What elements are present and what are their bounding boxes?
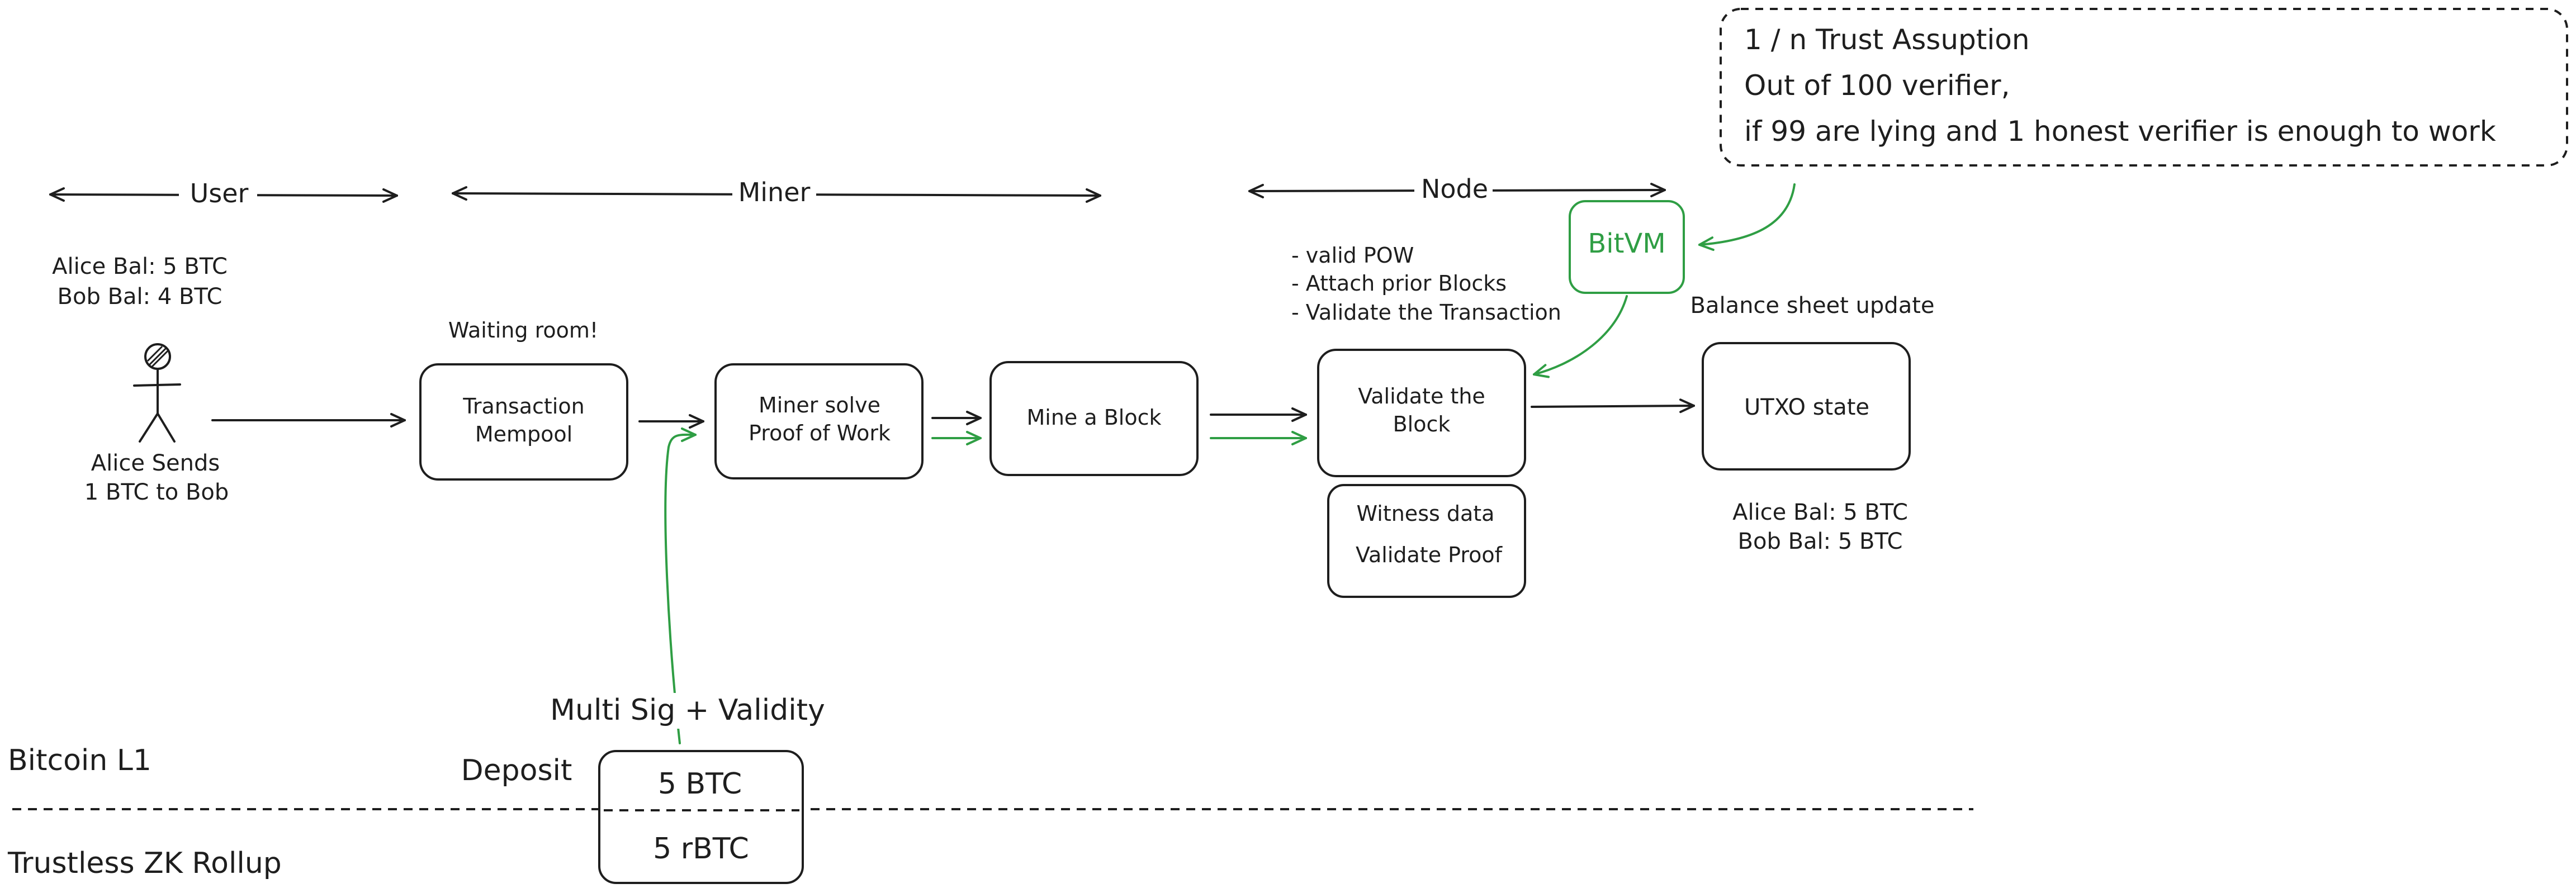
mempool-box-shape (419, 363, 628, 481)
validate-block-box: Validate the Block (1317, 349, 1526, 477)
lane-miner: Miner (453, 177, 1100, 211)
trust-assumption-box: 1 / n Trust Assuption Out of 100 verifie… (1720, 8, 2568, 167)
validate-note-2: - Attach prior Blocks (1291, 271, 1507, 296)
trust-line1: 1 / n Trust Assuption (1744, 23, 2030, 56)
lane-user: User (50, 178, 397, 212)
witness-line1: Witness data (1357, 501, 1495, 526)
mempool-line2: Mempool (475, 422, 572, 446)
bitvm-label: BitVM (1588, 228, 1665, 259)
arrow-validate-to-utxo (1531, 406, 1694, 407)
witness-box: Witness data Validate Proof (1327, 484, 1526, 598)
user-stick-figure-icon (133, 343, 181, 443)
bridge-box-shape (598, 750, 804, 884)
alice-sends-line1: Alice Sends (91, 450, 220, 476)
trust-line3: if 99 are lying and 1 honest verifier is… (1744, 115, 2496, 148)
lane-node: Node (1249, 174, 1665, 208)
alice-balance-after: Alice Bal: 5 BTC (1732, 500, 1908, 525)
arrow-bitvm-to-validate (1534, 295, 1628, 374)
trust-line2: Out of 100 verifier, (1744, 69, 2010, 102)
alice-sends-line2: 1 BTC to Bob (84, 479, 229, 505)
mine-block-box: Mine a Block (989, 361, 1199, 476)
pow-box: Miner solve Proof of Work (714, 363, 924, 479)
layer-rollup-label: Trustless ZK Rollup (7, 847, 282, 880)
bob-balance-after: Bob Bal: 5 BTC (1738, 529, 1903, 554)
bridge-box: 5 BTC 5 rBTC (598, 750, 804, 884)
lane-user-label: User (190, 178, 249, 208)
mine-block-label: Mine a Block (1026, 405, 1161, 430)
lane-node-label: Node (1421, 174, 1488, 204)
witness-box-shape (1327, 484, 1526, 598)
multisig-label: Multi Sig + Validity (550, 694, 825, 727)
mempool-line1: Transaction (462, 394, 584, 419)
alice-balance-before: Alice Bal: 5 BTC (52, 254, 228, 279)
mempool-box: Transaction Mempool (419, 363, 628, 481)
utxo-box: UTXO state (1702, 342, 1911, 471)
mempool-caption: Waiting room! (448, 318, 598, 343)
lane-miner-label: Miner (738, 177, 811, 207)
arrow-trust-to-bitvm (1699, 183, 1796, 245)
validate-note-1: - valid POW (1291, 243, 1414, 268)
validate-block-box-shape (1317, 349, 1526, 477)
pow-box-shape (714, 363, 924, 479)
pow-line1: Miner solve (759, 393, 880, 417)
utxo-box-shape (1702, 342, 1911, 471)
mine-block-box-shape (989, 361, 1199, 476)
validate-notes: - valid POW - Attach prior Blocks - Vali… (1291, 243, 1561, 325)
btc-amount: 5 BTC (658, 767, 742, 801)
witness-line2: Validate Proof (1356, 543, 1503, 567)
bob-balance-before: Bob Bal: 4 BTC (58, 284, 222, 310)
validate-note-3: - Validate the Transaction (1291, 300, 1561, 325)
pow-line2: Proof of Work (749, 421, 891, 445)
deposit-label: Deposit (461, 754, 572, 787)
validate-line2: Block (1393, 412, 1451, 436)
validate-line1: Validate the (1358, 384, 1485, 408)
layer-l1-label: Bitcoin L1 (8, 744, 151, 777)
trust-assumption-box-shape (1720, 8, 2568, 167)
bitvm-box-shape (1569, 200, 1685, 294)
utxo-label: UTXO state (1744, 395, 1869, 420)
rbtc-amount: 5 rBTC (653, 832, 749, 866)
bitvm-box: BitVM (1569, 200, 1685, 294)
utxo-caption: Balance sheet update (1690, 293, 1935, 319)
arrow-deposit-to-pow (664, 435, 695, 744)
